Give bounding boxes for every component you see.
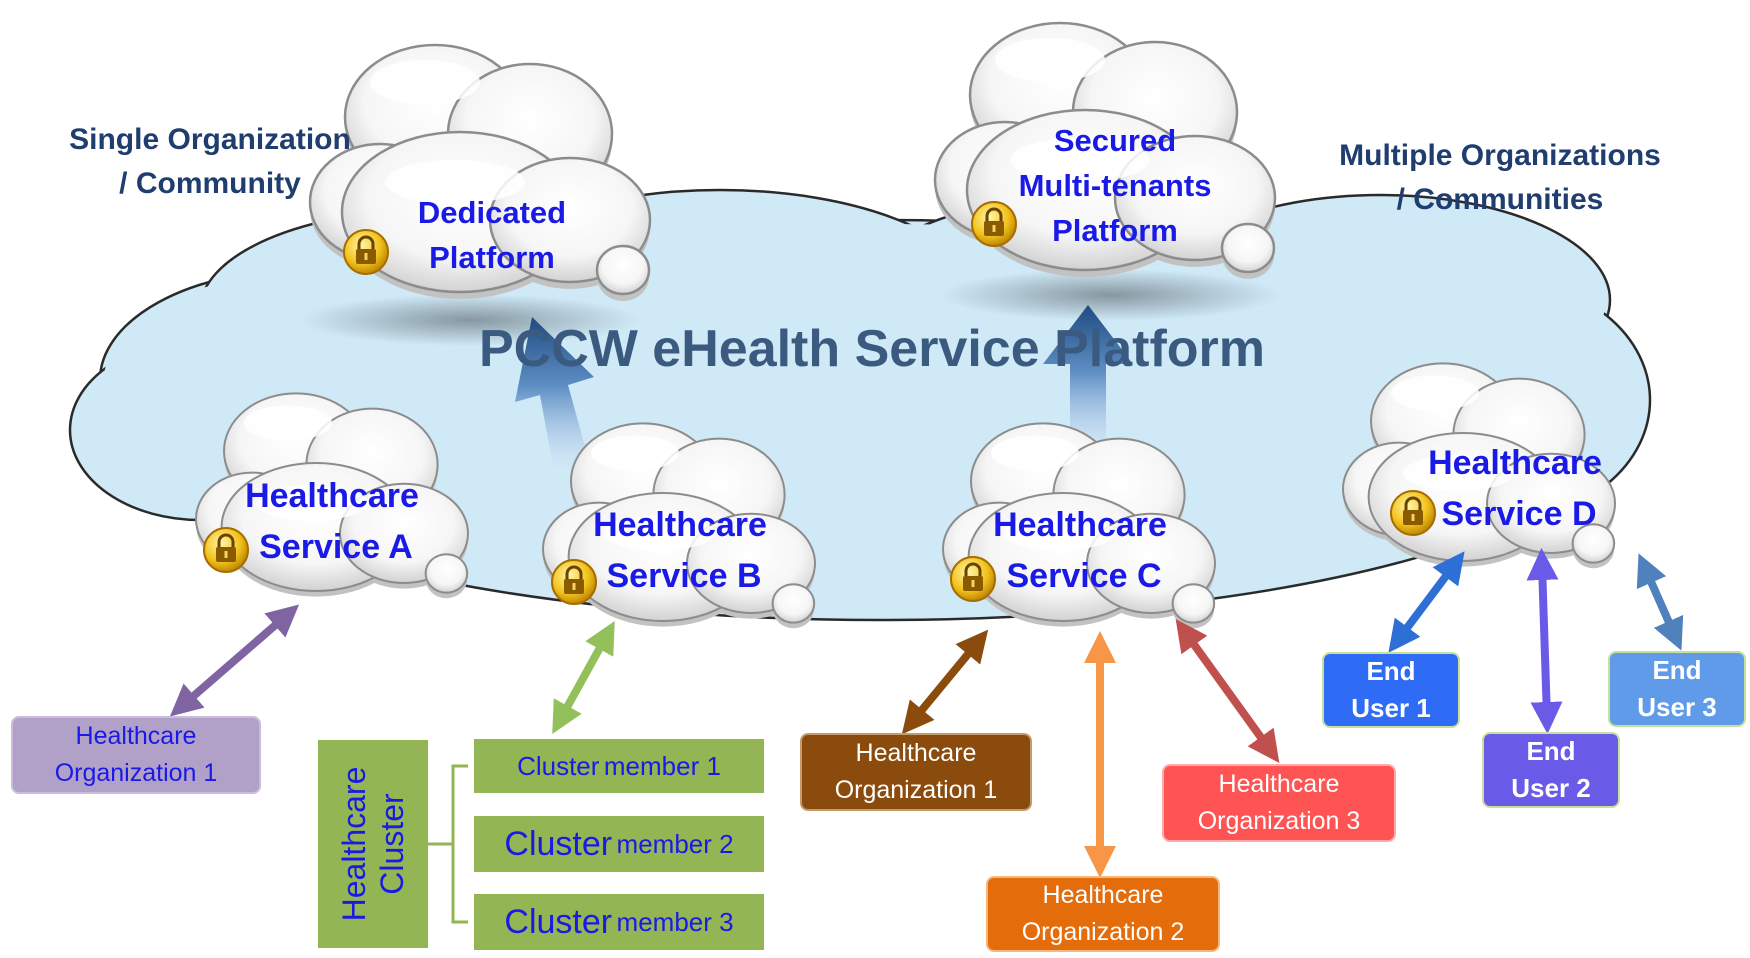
cluster-member-2-prefix: Cluster bbox=[504, 824, 613, 863]
cluster-member-3-prefix: Cluster bbox=[504, 902, 613, 941]
org-c2-line2: Organization 2 bbox=[1021, 918, 1185, 946]
cluster-member-1-suffix: member 1 bbox=[603, 750, 721, 781]
arrow-service-d-user3 bbox=[1636, 553, 1684, 651]
arrow-service-d-user1 bbox=[1388, 551, 1465, 653]
service-c-line2: Service C bbox=[1006, 557, 1162, 595]
cluster-bracket bbox=[428, 764, 468, 924]
secured-platform-label: Secured Multi-tenants Platform bbox=[1000, 118, 1230, 253]
platform-title: PCCW eHealth Service Platform bbox=[478, 320, 1266, 378]
service-d-line2: Service D bbox=[1441, 495, 1597, 533]
arrow-service-c-org3 bbox=[1175, 619, 1280, 763]
org-c1-line1: Healthcare bbox=[855, 739, 977, 767]
right-note-line1: Multiple Organizations bbox=[1339, 139, 1661, 172]
cluster-member-2-suffix: member 2 bbox=[616, 828, 734, 859]
service-c-label: Healthcare Service C bbox=[970, 500, 1190, 602]
end-user-2-line2: User 2 bbox=[1511, 773, 1591, 803]
end-user-1-line2: User 1 bbox=[1351, 693, 1431, 723]
end-user-1-line1: End bbox=[1366, 656, 1416, 686]
cluster-label-box: Healthcare Cluster bbox=[318, 740, 428, 948]
org-a1-line2: Organization 1 bbox=[54, 759, 218, 787]
service-a-line1: Healthcare bbox=[245, 477, 419, 515]
cluster-member-3: Cluster member 3 bbox=[472, 892, 766, 952]
dedicated-platform-label: Dedicated Platform bbox=[392, 190, 592, 280]
up-arrow-right bbox=[1043, 305, 1133, 455]
org-c3-line2: Organization 3 bbox=[1197, 807, 1361, 835]
right-note: Multiple Organizations / Communities bbox=[1310, 134, 1690, 222]
arrow-service-c-org1 bbox=[901, 629, 989, 735]
cluster-member-3-suffix: member 3 bbox=[616, 906, 734, 937]
dedicated-line1: Dedicated bbox=[417, 195, 567, 230]
service-b-line1: Healthcare bbox=[593, 506, 767, 544]
secured-line3: Platform bbox=[1052, 213, 1178, 248]
org-c1-line2: Organization 1 bbox=[834, 776, 998, 804]
cluster-member-1-prefix: Cluster bbox=[517, 750, 600, 781]
service-a-line2: Service A bbox=[259, 528, 413, 566]
org-a1-line1: Healthcare bbox=[75, 722, 197, 750]
arrow-service-a-org1 bbox=[169, 604, 300, 717]
end-user-3-line2: User 3 bbox=[1637, 692, 1717, 722]
end-user-3-line1: End bbox=[1652, 655, 1702, 685]
left-note-line2: / Community bbox=[119, 167, 301, 200]
service-a-label: Healthcare Service A bbox=[222, 471, 442, 573]
secured-line1: Secured bbox=[1053, 123, 1177, 158]
service-b-label: Healthcare Service B bbox=[570, 500, 790, 602]
service-d-label: Healthcare Service D bbox=[1405, 438, 1625, 540]
cluster-member-1: Cluster member 1 bbox=[472, 737, 766, 795]
cluster-label-line2: Cluster bbox=[374, 793, 410, 895]
org-c2-line1: Healthcare bbox=[1042, 881, 1164, 909]
arrow-service-d-user2 bbox=[1526, 548, 1563, 734]
service-c-line1: Healthcare bbox=[993, 506, 1167, 544]
cluster-label-line1: Healthcare bbox=[336, 766, 372, 922]
left-note: Single Organization / Community bbox=[30, 118, 390, 206]
end-user-2-line1: End bbox=[1526, 736, 1576, 766]
service-b-line2: Service B bbox=[606, 557, 762, 595]
org-c3-line1: Healthcare bbox=[1218, 770, 1340, 798]
cluster-member-2: Cluster member 2 bbox=[472, 814, 766, 874]
right-note-line2: / Communities bbox=[1396, 183, 1604, 216]
arrow-service-b-cluster bbox=[552, 620, 615, 735]
left-note-line1: Single Organization bbox=[69, 123, 351, 156]
up-arrow-left bbox=[515, 317, 594, 472]
dedicated-line2: Platform bbox=[429, 240, 555, 275]
service-d-line1: Healthcare bbox=[1428, 444, 1602, 482]
secured-line2: Multi-tenants bbox=[1018, 168, 1212, 203]
